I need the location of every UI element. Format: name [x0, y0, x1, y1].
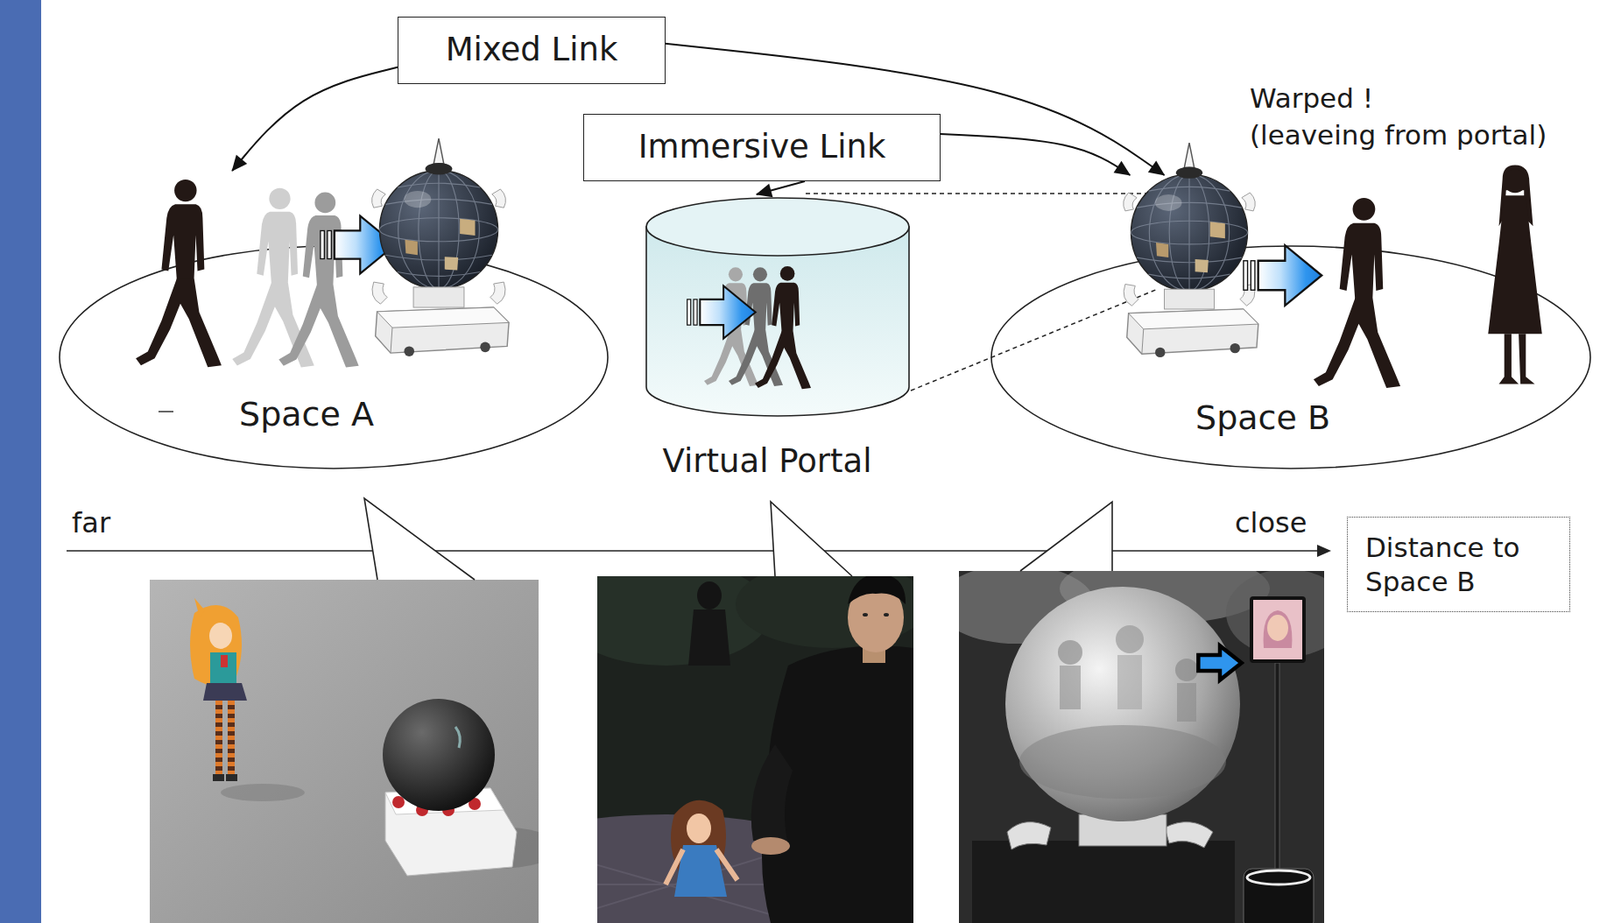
sphere-glint	[455, 726, 460, 748]
link-arrow	[232, 67, 398, 171]
walker	[1313, 197, 1401, 388]
robot	[1123, 142, 1259, 358]
node-label: Space B	[1195, 398, 1331, 439]
stray-mark	[158, 410, 174, 413]
standing-person	[1487, 164, 1543, 384]
dashed-leader	[805, 192, 1169, 195]
avatar-shadow	[220, 783, 305, 802]
sphere-avatar	[1177, 683, 1197, 722]
callout-pointer	[1020, 501, 1113, 571]
robot-sphere	[382, 698, 495, 811]
link-box: Immersive Link	[583, 113, 941, 182]
transfer-arrow	[1198, 645, 1241, 680]
walker	[135, 179, 222, 367]
link-arrow	[756, 181, 805, 195]
walker-trail	[278, 192, 359, 368]
robot	[372, 138, 510, 357]
transfer-arrow	[687, 285, 756, 339]
link-arrow	[940, 133, 1130, 176]
sphere-avatar	[1057, 640, 1083, 665]
walker	[754, 266, 811, 389]
transfer-arrow	[1243, 245, 1322, 306]
man-hair	[847, 576, 906, 605]
camera-ring	[1247, 870, 1311, 885]
phone-screen	[1253, 599, 1303, 660]
avatar-ornament	[194, 598, 205, 618]
man-eye	[862, 613, 868, 617]
sphere-avatar	[1175, 658, 1199, 682]
avatar-hair	[190, 605, 242, 687]
photo-portal-view	[597, 576, 914, 923]
robot-arm	[1007, 822, 1051, 850]
side-bar	[0, 0, 42, 923]
node-label: Space A	[239, 394, 374, 436]
node-label: Mixed Link	[445, 30, 619, 70]
camera	[1243, 868, 1314, 923]
ghost-figure	[697, 581, 722, 610]
sphere-floor	[1019, 725, 1227, 799]
portal-top	[646, 197, 910, 256]
man-arm	[751, 744, 793, 846]
node-label: Distance to Space B	[1365, 530, 1552, 600]
avatar-face	[686, 813, 712, 844]
avatar-skirt	[203, 683, 247, 701]
note-label: (leaveing from portal)	[1249, 119, 1547, 152]
phone-stick	[1275, 662, 1280, 874]
robot-light	[392, 796, 405, 809]
man-eye	[883, 613, 889, 617]
dashed-leader	[910, 288, 1158, 391]
photo-virtual-space	[149, 579, 539, 923]
avatar-shoe	[212, 774, 225, 782]
note-label: close	[1234, 506, 1307, 540]
avatar-body	[210, 652, 237, 686]
sphere-avatar	[1059, 665, 1081, 710]
note-label: Warped !	[1249, 82, 1374, 115]
screen-face	[1267, 614, 1289, 642]
robot-base	[972, 840, 1235, 923]
callout-pointer	[364, 498, 475, 580]
sphere-avatar	[1115, 625, 1144, 654]
link-box: Mixed Link	[397, 16, 666, 85]
callout-pointer	[770, 501, 853, 577]
avatar-leg	[215, 700, 223, 775]
distance-axis	[66, 549, 1319, 552]
phone	[1249, 596, 1306, 663]
man-hand	[751, 837, 790, 855]
sphere-avatar	[1117, 655, 1142, 710]
avatar-arms	[665, 849, 738, 885]
photo-ground	[149, 579, 539, 923]
node-label: Virtual Portal	[662, 442, 873, 481]
axis-arrowhead	[1317, 544, 1332, 557]
robot-arm	[1164, 822, 1213, 848]
screen-hair	[1263, 610, 1293, 649]
avatar-face	[209, 622, 233, 649]
avatar-accent	[220, 655, 228, 668]
avatar-leg	[227, 700, 235, 775]
node-label: Immersive Link	[638, 127, 887, 167]
axis-note-box: Distance to Space B	[1346, 516, 1571, 613]
robot-sphere	[1005, 586, 1241, 822]
tree	[1226, 570, 1325, 657]
photo-real-space	[958, 570, 1325, 923]
note-label: far	[71, 506, 111, 540]
ghost-figure	[688, 609, 731, 666]
avatar-shoe	[225, 774, 238, 782]
